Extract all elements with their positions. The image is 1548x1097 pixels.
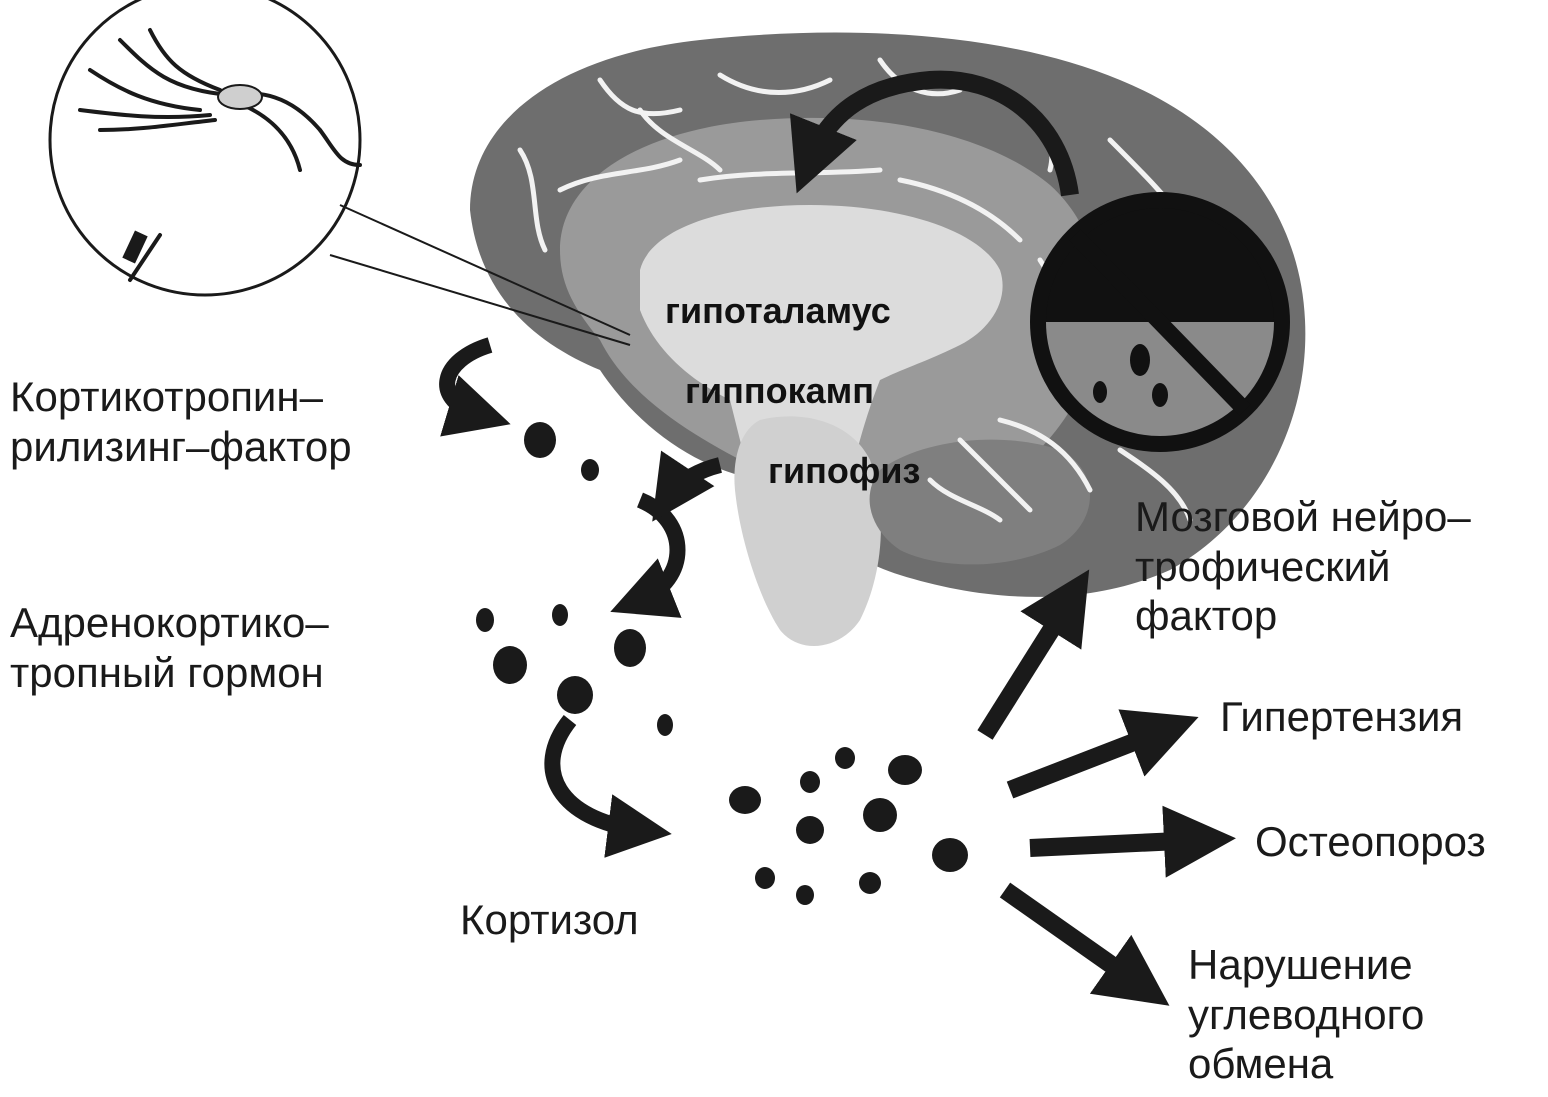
hypertension-arrow	[1006, 709, 1199, 799]
bdnf-label-line3: фактор	[1135, 592, 1278, 640]
crf-label: Кортикотропин– рилизинг–фактор	[10, 372, 352, 471]
prohibition-sign-icon	[1030, 192, 1290, 452]
feedback-arrow-icon	[789, 70, 1079, 197]
hypertension-label: Гипертензия	[1220, 693, 1464, 740]
carb-metabolism-label: Нарушение углеводного обмена	[1188, 940, 1424, 1089]
cortisol-label: Кортизол	[460, 896, 639, 943]
acth-label-line2: тропный гормон	[10, 648, 324, 696]
effect-arrows	[977, 569, 1236, 1006]
brainstem	[734, 416, 881, 647]
hypothalamus-label: гипоталамус	[665, 290, 891, 331]
bdnf-label: Мозговой нейро– трофический фактор	[1135, 492, 1471, 641]
crf-label-line2: рилизинг–фактор	[10, 422, 352, 470]
acth-label-line1: Адренокортико–	[10, 599, 329, 646]
bdnf-label-line2: трофический	[1135, 542, 1391, 590]
carb-arrow	[999, 882, 1170, 1006]
limbic-core	[640, 205, 1003, 520]
cerebellum	[869, 439, 1090, 565]
osteoporosis-arrow	[1029, 805, 1236, 878]
carb-label-line3: обмена	[1188, 1040, 1334, 1088]
bdnf-arrow	[977, 569, 1090, 740]
hippocampus-label: гиппокамп	[685, 370, 875, 411]
pituitary-label: гипофиз	[768, 450, 921, 491]
bdnf-label-line1: Мозговой нейро–	[1135, 493, 1471, 540]
release-arrow	[652, 450, 723, 522]
cortisol-arrow	[544, 715, 672, 858]
carb-label-line2: углеводного	[1188, 990, 1425, 1038]
crf-label-line1: Кортикотропин–	[10, 373, 323, 420]
crf-arrow	[439, 337, 511, 437]
acth-label: Адренокортико– тропный гормон	[10, 598, 329, 697]
carb-label-line1: Нарушение	[1188, 941, 1413, 988]
neuron-inset-icon	[48, 0, 631, 346]
osteoporosis-label: Остеопороз	[1255, 818, 1486, 865]
hormone-dots	[476, 422, 968, 905]
pituitary-arrow	[610, 492, 686, 618]
